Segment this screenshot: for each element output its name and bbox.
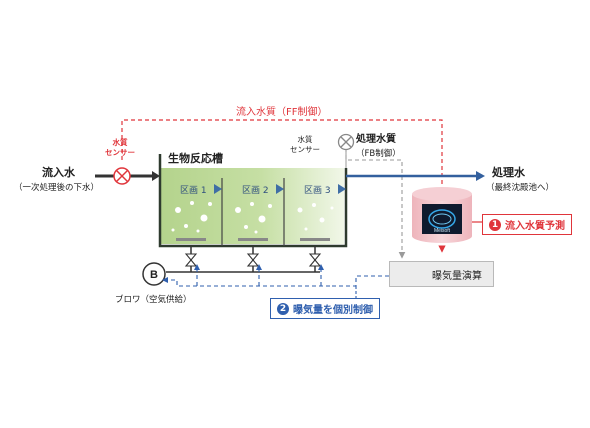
- badge-2-label: 曝気量を個別制御: [293, 305, 373, 316]
- zone-2-label: 区画 2: [242, 186, 269, 196]
- treated-quality-label: 処理水質: [356, 134, 396, 145]
- blower-icon: [142, 262, 166, 286]
- bioreactor-label: 生物反応槽: [168, 152, 223, 165]
- inflow-water-sub: （一次処理後の下水）: [14, 183, 100, 193]
- treated-water-label: 処理水: [492, 166, 525, 179]
- valve-3-icon: [308, 253, 322, 267]
- blower-symbol: B: [150, 269, 158, 281]
- inflow-water-label: 流入水: [42, 166, 75, 179]
- right-sensor-label: 水質 センサー: [290, 135, 320, 154]
- zone-3-label: 区画 3: [304, 186, 331, 196]
- left-sensor-icon: [113, 167, 131, 185]
- server-database-icon: Meisoft: [412, 187, 472, 243]
- fb-control-label: （FB制御）: [356, 149, 401, 159]
- fb-control-line: [345, 148, 406, 259]
- badge-1-label: 流入水質予測: [505, 221, 565, 232]
- treated-water-sub: （最終沈殿池へ）: [486, 183, 555, 193]
- left-sensor-label: 水質 センサー: [105, 138, 135, 157]
- individual-control-badge: 2 曝気量を個別制御: [270, 298, 380, 319]
- inflow-prediction-badge: 1 流入水質予測: [482, 214, 572, 235]
- valve-1-icon: [184, 253, 198, 267]
- right-sensor-icon: [337, 133, 355, 168]
- server-logo-text: Meisoft: [434, 228, 451, 234]
- aeration-calc-label: 曝気量演算: [432, 270, 482, 282]
- badge-2-number: 2: [277, 302, 289, 315]
- blower-label: ブロワ（空気供給）: [115, 295, 192, 305]
- individual-control-line: [165, 268, 389, 287]
- badge-1-number: 1: [489, 218, 501, 231]
- zone-1-label: 区画 1: [180, 186, 207, 196]
- aeration-calc-box: 曝気量演算: [389, 261, 494, 287]
- ff-control-label: 流入水質（FF制御）: [236, 107, 328, 118]
- valve-2-icon: [246, 253, 260, 267]
- air-bubbles: [171, 201, 334, 234]
